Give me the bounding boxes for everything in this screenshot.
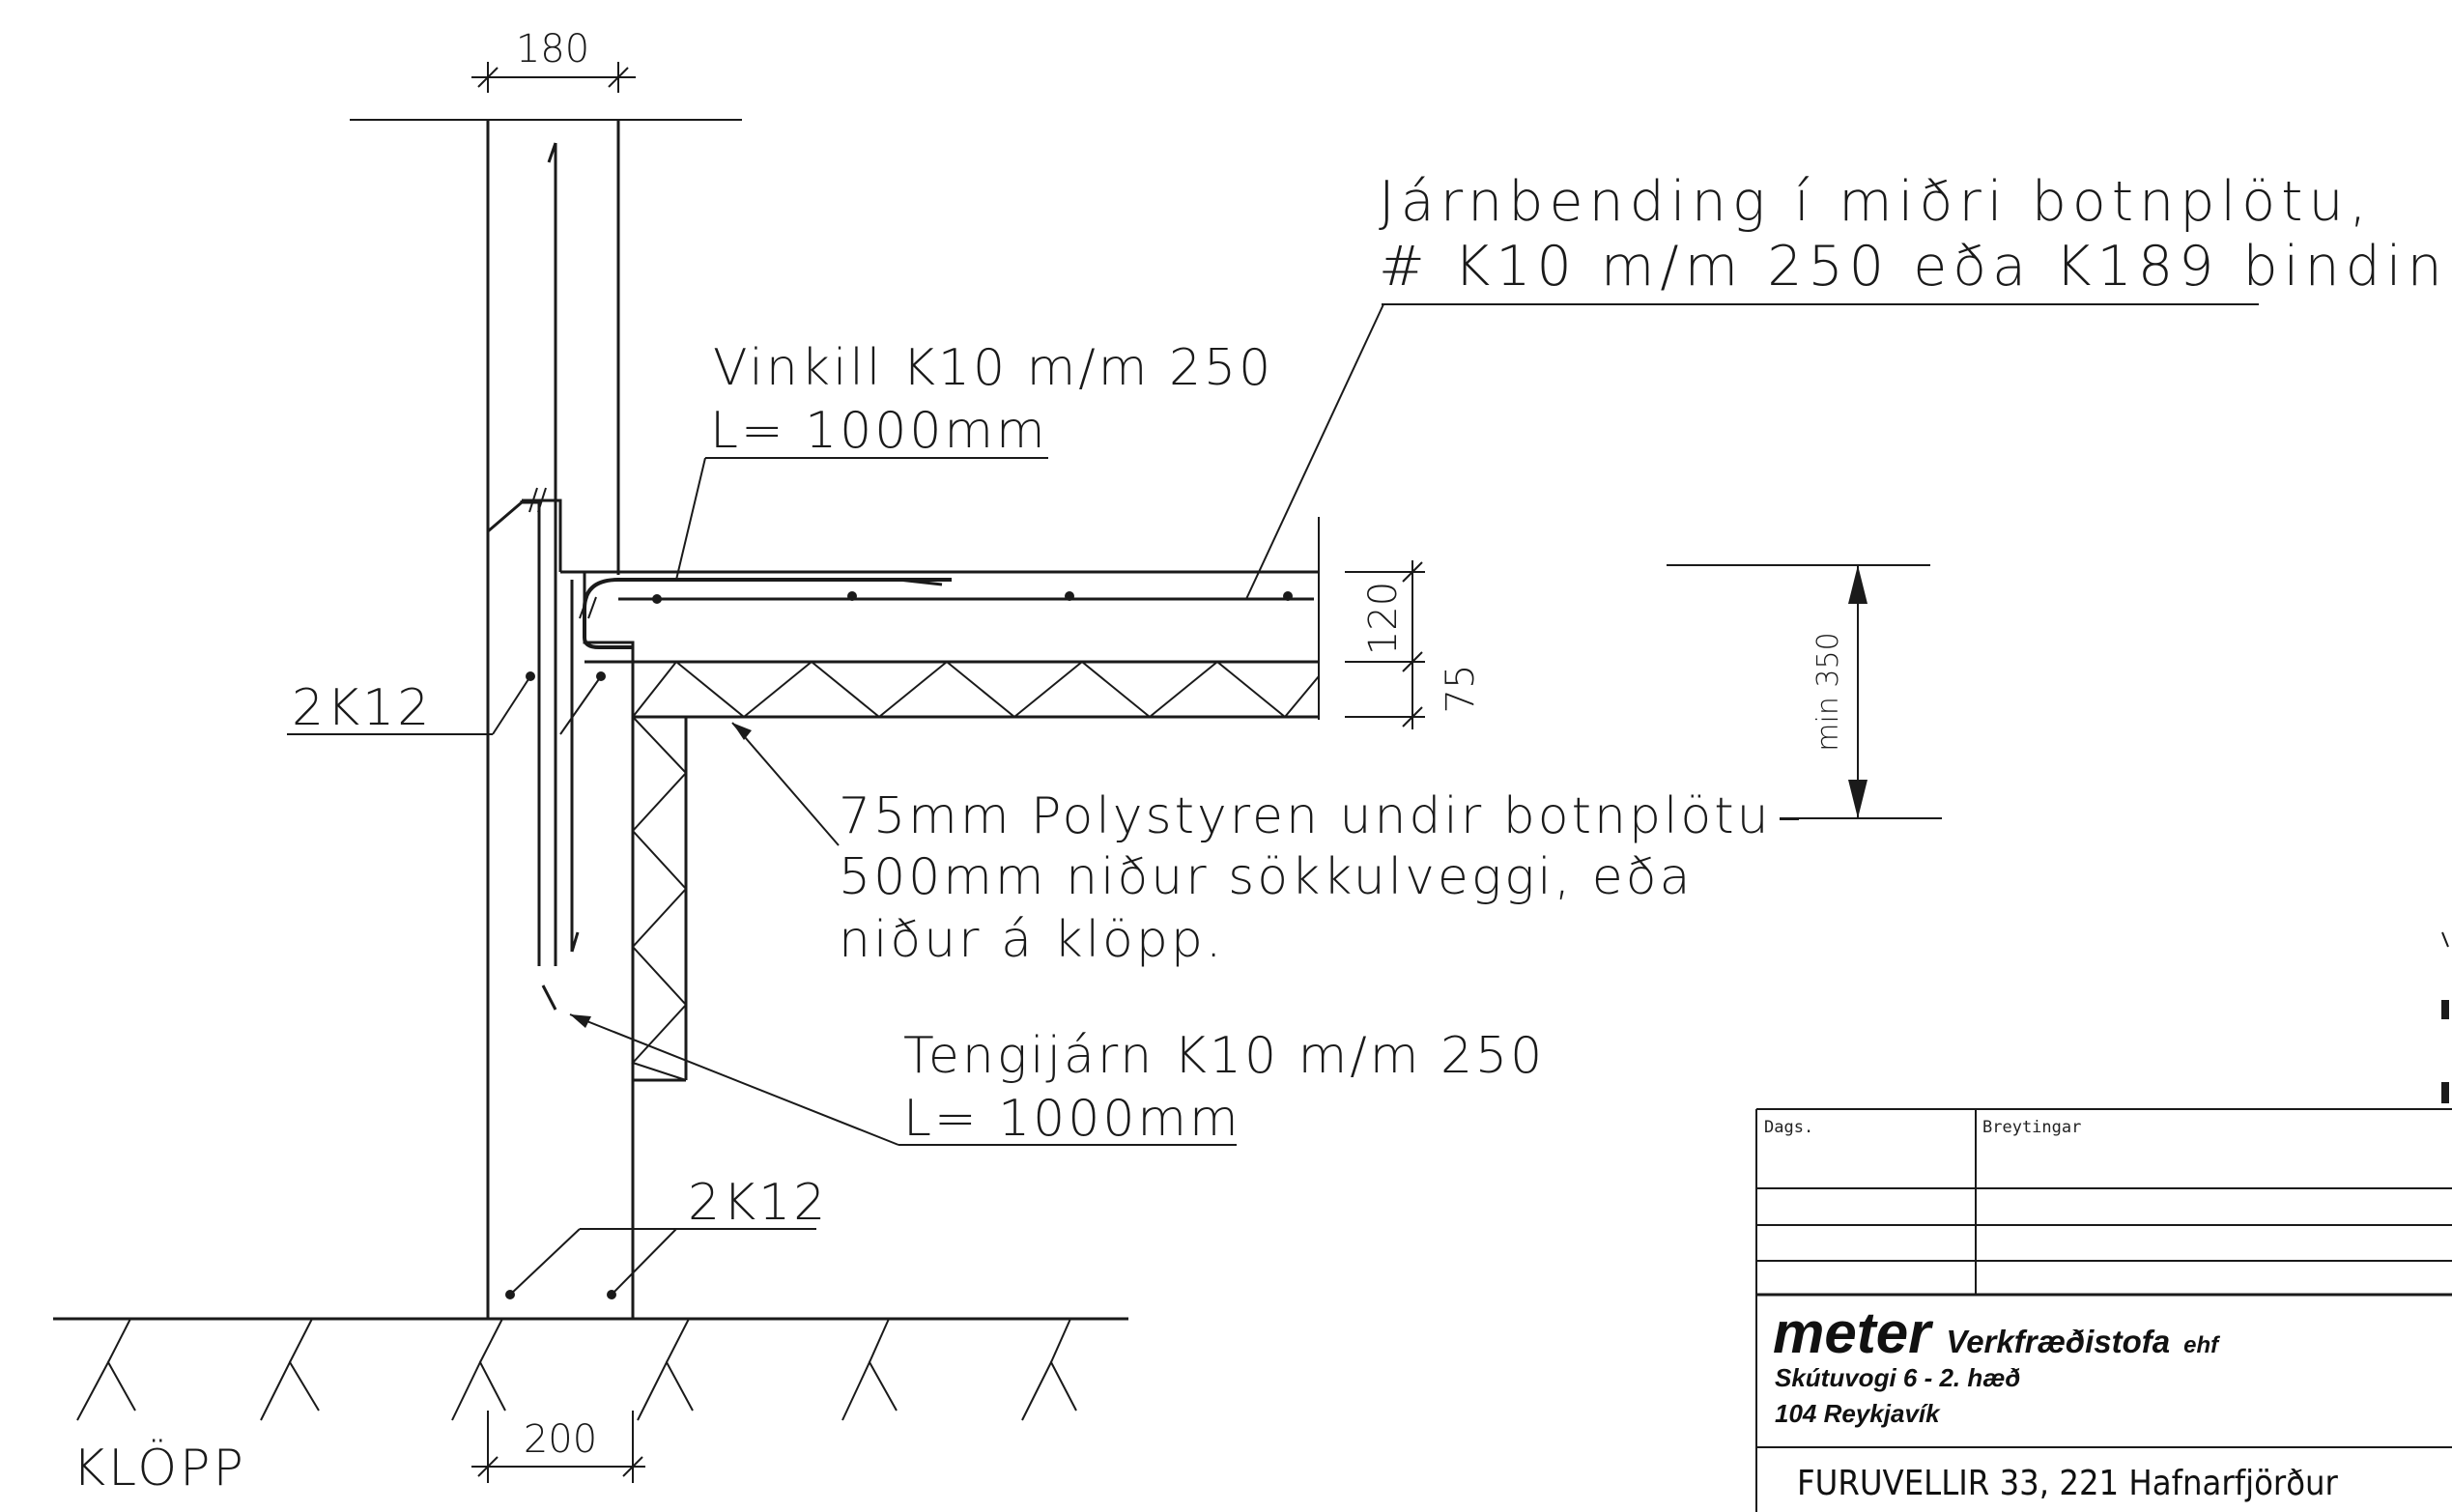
slab-bar-dot <box>1283 591 1293 601</box>
insulation-line1: 75mm Polystyren undir botnplötu <box>839 787 1772 845</box>
insulation-line2: 500mm niður sökkulveggi, eða <box>839 848 1693 906</box>
address-line1: Skútuvogi 6 - 2. hæð <box>1775 1363 2020 1392</box>
slab-bar-dot <box>1065 591 1074 601</box>
insulation-line3: niður á klöpp. <box>839 911 1224 969</box>
annotation-bars-lower: 2K12 <box>509 1174 828 1296</box>
footing-width-label: 200 <box>524 1417 597 1462</box>
bars-upper-label: 2K12 <box>292 679 432 737</box>
reinforcement-line1: Járnbending í miðri botnplötu, <box>1379 170 2373 234</box>
dimension-slab-insulation: 120 75 <box>1345 560 1483 729</box>
annotation-reinforcement: Járnbending í miðri botnplötu, # K10 m/m… <box>1245 170 2452 600</box>
min-depth-label: min 350 <box>1811 632 1845 751</box>
bars-lower-label: 2K12 <box>688 1174 828 1232</box>
address-line2: 104 Reykjavík <box>1775 1399 1941 1428</box>
tengijarn-line1: Tengijárn K10 m/m 250 <box>903 1027 1545 1085</box>
title-block: Dags. Breytingar meter Verkfræðistofa eh… <box>1755 1108 2452 1512</box>
column-changes-header: Breytingar <box>1982 1118 2081 1137</box>
wall-width-label: 180 <box>516 27 589 71</box>
cropped-right-edge-marks <box>2441 931 2449 1103</box>
floor-slab <box>583 517 1320 720</box>
annotation-vinkill: Vinkill K10 m/m 250 L= 1000mm <box>675 339 1273 581</box>
dimension-footing-width: 200 <box>471 1411 645 1483</box>
company-rest: Verkfræðistofa <box>1946 1324 2170 1359</box>
company-suffix: ehf <box>2183 1332 2220 1358</box>
annotation-bars-upper: 2K12 <box>287 675 602 737</box>
slab-bar-dot <box>847 591 857 601</box>
slab-thickness-label: 120 <box>1361 582 1406 655</box>
annotation-tengijarn: Tengijárn K10 m/m 250 L= 1000mm <box>569 1013 1545 1148</box>
slab-bar-dot <box>652 594 662 604</box>
company-word: meter <box>1773 1300 1934 1365</box>
tengijarn-line2: L= 1000mm <box>903 1090 1241 1148</box>
column-date-header: Dags. <box>1764 1118 1813 1137</box>
vinkill-line1: Vinkill K10 m/m 250 <box>713 339 1273 397</box>
reinforcement-line2: # K10 m/m 250 eða K189 bindinet. <box>1379 235 2452 299</box>
bedrock-ground <box>53 1317 1128 1421</box>
annotation-insulation: 75mm Polystyren undir botnplötu 500mm ni… <box>731 722 1799 969</box>
ground-label: KLÖPP <box>72 1439 246 1498</box>
insulation <box>631 660 1320 1082</box>
dimension-min-depth: min 350 <box>1667 564 1942 819</box>
company-name: meter Verkfræðistofa ehf <box>1773 1300 2220 1365</box>
vinkill-line2: L= 1000mm <box>710 402 1048 460</box>
insulation-thickness-label: 75 <box>1439 665 1483 714</box>
wall-rebar <box>541 142 580 1011</box>
project-title: FURUVELLIR 33, 221 Hafnarfjörður <box>1797 1464 2339 1503</box>
dimension-wall-width: 180 <box>471 27 636 93</box>
